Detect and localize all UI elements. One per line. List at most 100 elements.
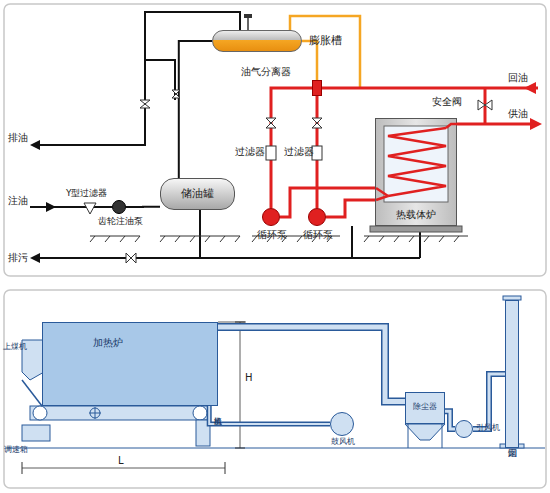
dimension-tick <box>22 462 23 474</box>
flow-arrow <box>30 253 40 263</box>
pipe-connector <box>179 41 212 178</box>
valve-label: 安全阀 <box>432 96 462 107</box>
connector-line <box>280 188 375 217</box>
coil-inlet <box>376 196 388 200</box>
flue-duct <box>218 327 405 402</box>
node-text: 循环泵 <box>303 229 333 240</box>
node-text: 油气分离器 <box>241 66 291 77</box>
valve-symbol <box>172 90 180 98</box>
support-leg <box>408 424 409 448</box>
dust-collector: 除尘器 <box>405 392 445 424</box>
support-leg <box>442 424 443 448</box>
connector-line <box>218 327 405 402</box>
oil-gas-separator: 油气分离器 <box>312 80 322 96</box>
connector-line <box>126 206 160 208</box>
induced-draft-fan: 引风机 <box>455 420 473 438</box>
fill-pipe <box>30 206 112 208</box>
gearbox <box>22 425 50 441</box>
flow-arrow <box>46 202 56 212</box>
node-text: 膨胀槽 <box>309 35 342 47</box>
node-text: 储油罐 <box>161 188 234 200</box>
dimension-line <box>218 322 246 323</box>
valve-symbol <box>126 253 136 263</box>
connector-line <box>473 374 505 429</box>
valve-symbol <box>266 118 276 128</box>
circulation-pump: 循环泵 <box>308 208 326 226</box>
pipe-label: 排油 <box>8 132 28 143</box>
y-filter-symbol <box>84 203 96 214</box>
pipe-label: 回油 <box>508 72 528 83</box>
ground-line <box>5 448 545 449</box>
grate-wheel <box>33 406 47 420</box>
connector-line <box>326 200 375 217</box>
grate-mark <box>95 407 96 419</box>
dimension-label: H <box>245 372 253 383</box>
drain-pipe <box>36 12 240 145</box>
dimension-line <box>22 468 225 469</box>
pipe-connector <box>126 206 160 207</box>
blower: 鼓风机 <box>330 412 354 436</box>
heater-chamber <box>384 126 448 202</box>
valve-symbol <box>140 100 150 108</box>
flow-arrow <box>530 118 542 130</box>
dust-hopper <box>405 424 445 440</box>
flue-duct <box>445 411 455 429</box>
pipe-label: 供油 <box>508 108 528 119</box>
pipe-label: 排污 <box>8 252 28 263</box>
connector-line <box>473 374 505 429</box>
heater-base <box>370 226 462 232</box>
pipe-label: 注油 <box>8 195 28 206</box>
connector-line <box>209 406 330 424</box>
connector-line <box>316 96 319 208</box>
dimension-tick <box>235 448 245 449</box>
filter-label: 过滤器 <box>284 146 314 157</box>
connector-line <box>179 41 212 178</box>
heating-furnace: 加热炉 <box>42 322 218 406</box>
chain-grate <box>30 406 210 420</box>
dimension-line <box>240 322 241 448</box>
heating-coil <box>388 128 446 196</box>
connector-line <box>445 411 455 429</box>
vent-cap <box>244 14 252 18</box>
node-text: 齿轮注油泵 <box>95 217 145 227</box>
coil-inlet <box>376 188 388 196</box>
connector-line <box>218 327 405 402</box>
flow-arrow <box>524 82 536 94</box>
part-label: 上煤机 <box>3 343 27 352</box>
filter-label: Y型过滤器 <box>66 189 108 199</box>
expansion-tank: 膨胀槽 <box>212 30 302 52</box>
flue-duct <box>209 406 330 424</box>
node-text: 循环泵 <box>257 229 287 240</box>
chimney: 烟囱 <box>505 300 519 448</box>
pipe-connector <box>317 96 318 208</box>
node-text: 鼓风机 <box>325 438 361 447</box>
storage-tank: 储油罐 <box>160 178 235 210</box>
dimension-label: L <box>118 455 124 466</box>
part-label: 调速箱 <box>4 446 28 455</box>
node-text: 引风机 <box>476 424 500 433</box>
safety-valve <box>478 100 492 110</box>
coil-outlet <box>446 124 457 128</box>
blowdown-drop <box>351 226 353 258</box>
flue-duct <box>473 374 505 429</box>
connector-line <box>445 411 455 429</box>
circulation-pump: 循环泵 <box>262 208 280 226</box>
blowdown-drop <box>199 210 201 258</box>
filter-symbol <box>266 146 276 160</box>
gear-fill-pump: 齿轮注油泵 <box>112 200 126 214</box>
expansion-pipe <box>290 16 360 88</box>
flow-arrow <box>30 140 40 150</box>
bottom-panel <box>4 290 546 488</box>
chute <box>22 380 42 406</box>
pipe-connector <box>280 188 375 217</box>
top-panel <box>4 4 546 276</box>
dimension-tick <box>225 462 226 474</box>
vent-pipe <box>145 60 175 100</box>
filter-label: 过滤器 <box>235 146 265 157</box>
return-pipe <box>322 87 538 90</box>
valve-symbol <box>312 118 322 128</box>
supply-pipe <box>457 123 532 126</box>
vent-line <box>247 18 249 30</box>
node-text: 加热炉 <box>93 337 123 348</box>
